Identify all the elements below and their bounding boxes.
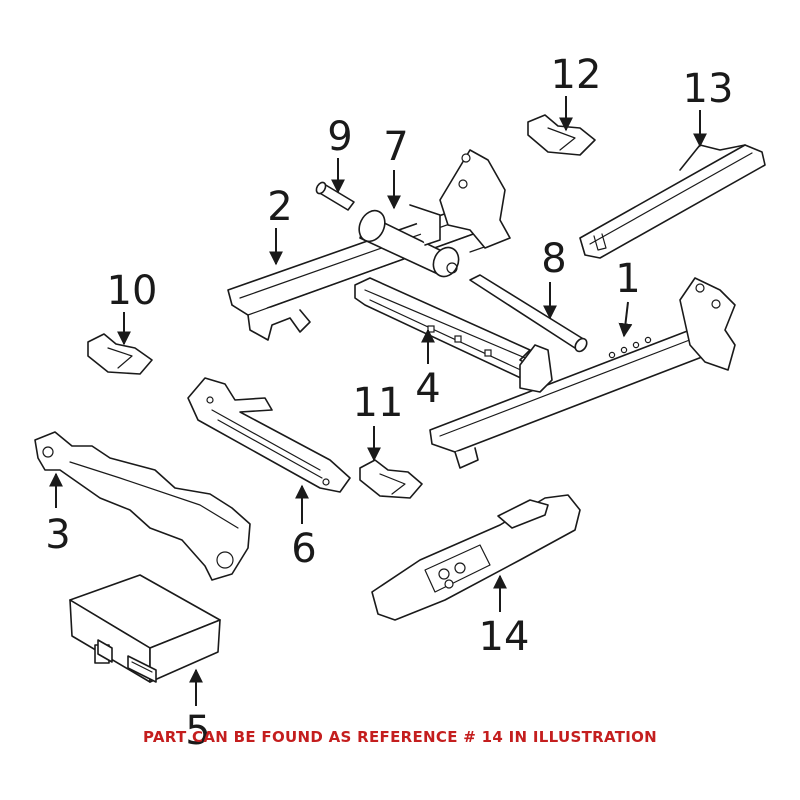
part-1-right-rail xyxy=(429,277,736,469)
callout-3: 3 xyxy=(45,512,70,558)
callout-4: 4 xyxy=(415,366,440,412)
part-11-cover xyxy=(359,459,423,499)
callout-9: 9 xyxy=(327,114,352,160)
callout-1: 1 xyxy=(615,256,640,302)
part-3-lower-bracket xyxy=(34,431,251,581)
part-4-cross-member xyxy=(354,277,541,381)
part-10-cover xyxy=(87,333,153,375)
part-14-switch-panel xyxy=(371,494,581,621)
leader-arrows xyxy=(49,96,707,706)
part-5-module xyxy=(69,574,221,683)
rear-bracket xyxy=(439,149,511,249)
callout-5: 5 xyxy=(185,708,210,754)
part-7-motor xyxy=(358,204,460,278)
reference-footnote: PART CAN BE FOUND AS REFERENCE # 14 IN I… xyxy=(142,728,658,746)
part-13-outer-track xyxy=(579,144,766,259)
part-9-pin xyxy=(315,181,355,211)
part-6-bracket xyxy=(187,377,351,493)
callout-12: 12 xyxy=(551,52,602,98)
callout-7: 7 xyxy=(383,124,408,170)
callout-labels: 1 2 3 4 5 6 7 8 9 10 11 12 13 14 xyxy=(45,52,733,754)
callout-8: 8 xyxy=(541,236,566,282)
callout-2: 2 xyxy=(267,184,292,230)
callout-11: 11 xyxy=(353,380,404,426)
callout-10: 10 xyxy=(107,268,158,314)
callout-6: 6 xyxy=(291,526,316,572)
part-8-rod xyxy=(469,274,588,353)
part-12-cover xyxy=(527,114,596,156)
callout-13: 13 xyxy=(683,66,734,112)
callout-14: 14 xyxy=(479,614,530,660)
